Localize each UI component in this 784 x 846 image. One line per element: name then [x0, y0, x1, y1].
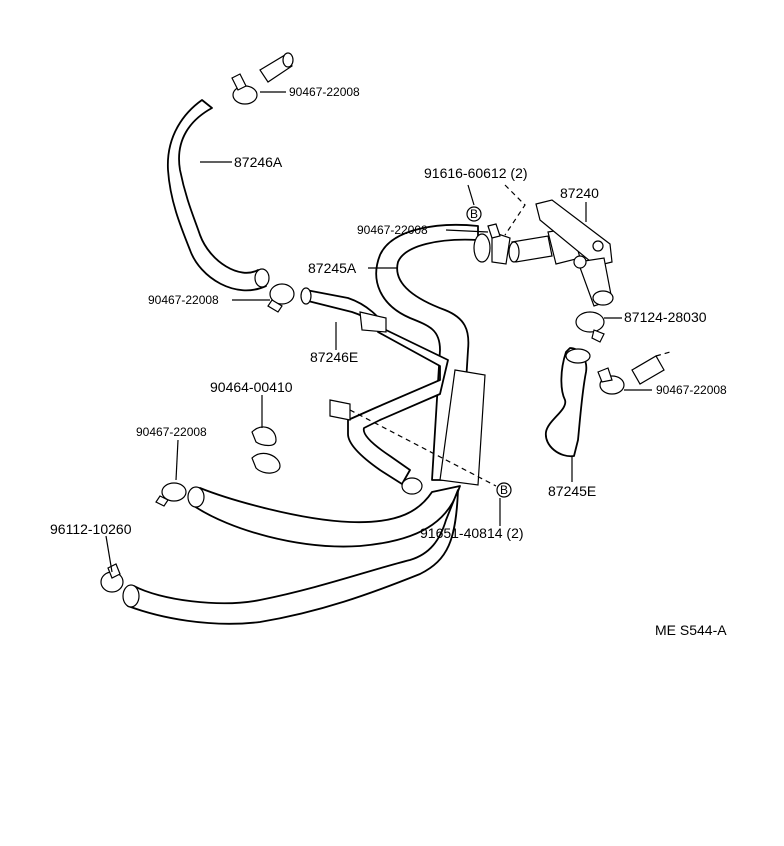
label-90467-22008-right: 90467-22008: [656, 383, 727, 397]
hose-end-fitting-top: [259, 52, 294, 83]
label-90467-22008-lower: 90467-22008: [136, 425, 207, 439]
label-90467-22008-mid: 90467-22008: [357, 223, 428, 237]
label-91651-40814: 91651-40814 (2): [420, 525, 524, 541]
hose-87245A: [375, 223, 491, 486]
clamp-lower: [155, 482, 187, 507]
reference-code: ME S544-A: [655, 622, 727, 638]
label-90464-00410: 90464-00410: [210, 379, 293, 395]
hose-end-fitting-right: [631, 351, 671, 385]
label-96112-10260: 96112-10260: [50, 521, 132, 537]
label-87240: 87240: [560, 185, 599, 201]
label-87245E: 87245E: [548, 483, 596, 499]
label-87245A: 87245A: [308, 260, 357, 276]
clip-90464-00410: [251, 426, 281, 474]
bolt-mark-b-upper: B: [470, 207, 478, 221]
hose-87245E: [545, 347, 591, 458]
label-90467-22008-left: 90467-22008: [148, 293, 219, 307]
label-87124-28030: 87124-28030: [624, 309, 707, 325]
clamp-87124-28030: [575, 311, 605, 343]
clamp-96112-10260: [100, 563, 124, 593]
clamp-top: [231, 73, 258, 105]
bolt-mark-upper: B: [466, 206, 482, 222]
hose-87246A: [167, 99, 270, 292]
clamp-left: [267, 283, 295, 313]
pipe-87246E: [300, 287, 449, 495]
label-90467-22008-top: 90467-22008: [289, 85, 360, 99]
clamp-mid: [487, 223, 511, 265]
label-91616-60612: 91616-60612 (2): [424, 165, 528, 181]
label-87246A: 87246A: [234, 154, 283, 170]
bolt-mark-lower: B: [496, 482, 512, 498]
clamp-right: [597, 367, 625, 395]
bolt-mark-b-lower: B: [500, 483, 508, 497]
water-valve-87240: [508, 199, 614, 307]
label-87246E: 87246E: [310, 349, 358, 365]
hose-lower-long: [122, 489, 459, 625]
